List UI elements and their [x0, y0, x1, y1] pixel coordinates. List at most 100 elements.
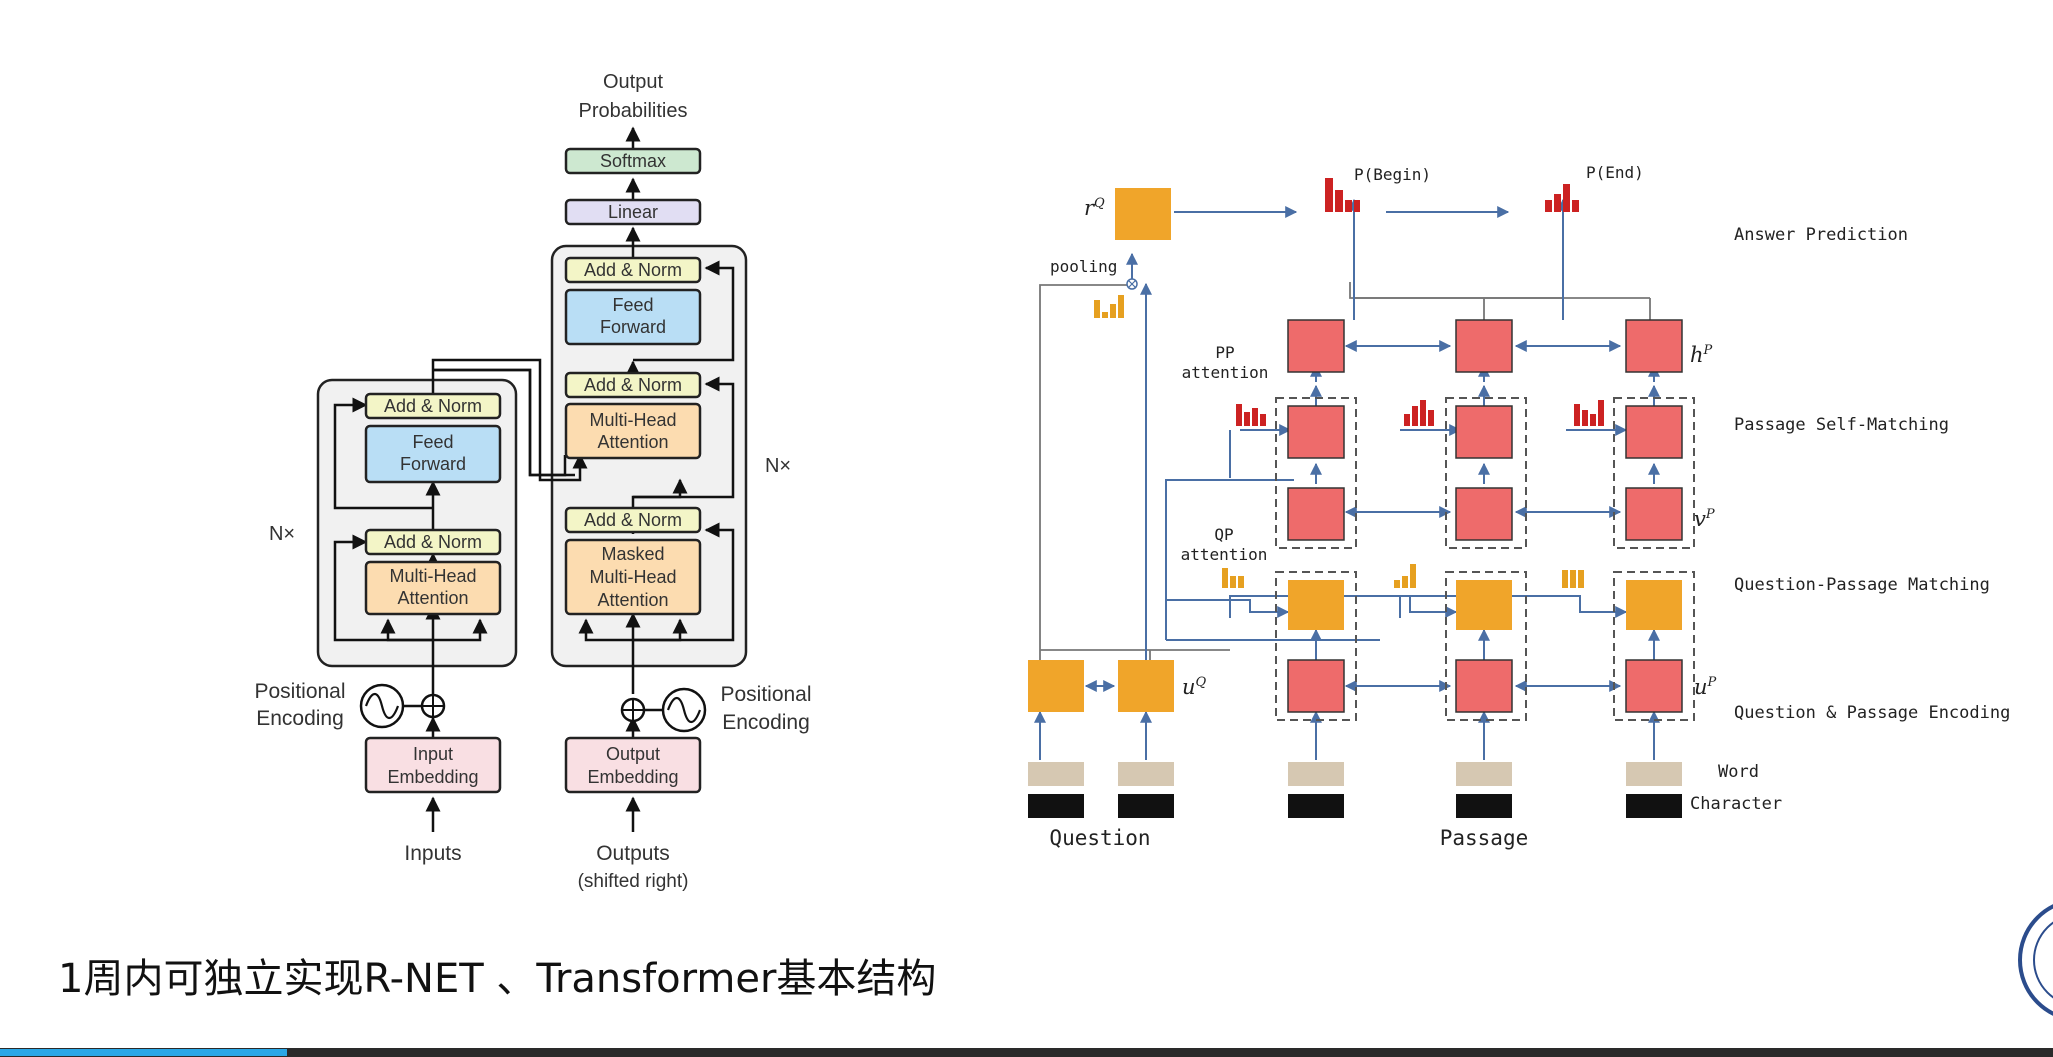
qp-match-block-1: [1288, 580, 1344, 630]
uq-block-1: [1028, 660, 1084, 712]
decoder-multi-head-attention: [564, 402, 702, 460]
up-symbol: uP: [1694, 675, 1717, 699]
encoder-multi-head-attention: [364, 560, 502, 616]
outputs-label-1: Outputs: [596, 842, 670, 865]
qp-attention-label-2: attention: [1181, 545, 1268, 564]
encoder-plus-icon: [420, 693, 446, 719]
uq-symbol-sup: Q: [1196, 675, 1207, 690]
up-block-2: [1455, 659, 1513, 713]
university-seal-icon: [2018, 904, 2053, 1016]
question-label: Question: [1049, 826, 1150, 850]
qp-attention-bars-3: [1562, 570, 1584, 588]
p-end-label: P(End): [1586, 163, 1644, 182]
layer-question-passage-encoding: Question & Passage Encoding: [1734, 703, 2010, 723]
video-progress-fill: [0, 1049, 288, 1056]
pp-attention-bars-2: [1404, 400, 1434, 426]
vp-block-2: [1455, 487, 1513, 541]
video-progress-track[interactable]: [0, 1048, 2053, 1057]
decoder-nx-label: N×: [765, 455, 791, 477]
uq-block-2: [1118, 660, 1174, 712]
decoder-feed-forward-label-2: Forward: [600, 317, 666, 337]
up-symbol-sup: P: [1707, 675, 1717, 690]
slide-caption: 1周内可独立实现R-NET 、Transformer基本结构: [58, 956, 937, 1002]
vp-symbol-base: v: [1694, 507, 1706, 531]
decoder-sine-wave-icon: [661, 687, 707, 733]
up-block-1: [1287, 659, 1345, 713]
rnet-dashed-frames: [1275, 397, 1695, 721]
decoder-mha-label-1: Multi-Head: [589, 410, 676, 430]
p-begin-bars: [1325, 178, 1360, 212]
hp-block-3: [1625, 319, 1683, 373]
rq-symbol-base: r: [1084, 196, 1096, 220]
encoder-stack: [316, 378, 518, 668]
p-begin-label: P(Begin): [1354, 165, 1431, 184]
decoder-plus-icon: [620, 697, 646, 723]
pp-attention-label-1: PP: [1215, 343, 1234, 362]
pooling-label: pooling: [1050, 257, 1117, 276]
encoder-mha-label-2: Attention: [397, 588, 468, 608]
output-embedding-label-2: Embedding: [587, 767, 678, 787]
output-embedding-label-1: Output: [606, 744, 660, 764]
decoder-positional-encoding-label-2: Encoding: [722, 711, 810, 734]
decoder-masked-mha: [564, 538, 702, 616]
hp-block-1: [1287, 319, 1345, 373]
outputs-label-2: (shifted right): [578, 871, 689, 892]
pp-attention-bars-3: [1574, 400, 1604, 426]
vp-symbol-sup: P: [1705, 507, 1715, 522]
decoder-feed-forward: [564, 288, 702, 346]
self-match-block-2: [1455, 405, 1513, 459]
pp-attention-label-2: attention: [1182, 363, 1269, 382]
input-embedding-block: [364, 736, 502, 794]
rq-block: [1115, 188, 1171, 240]
decoder-masked-mha-label-2: Multi-Head: [589, 567, 676, 587]
character-embedding-blocks: [1028, 794, 1682, 818]
linear-label: Linear: [608, 202, 658, 222]
qp-attention-bars-1: [1222, 568, 1244, 588]
decoder-positional-encoding-label-1: Positional: [720, 683, 811, 706]
uq-symbol-base: u: [1182, 675, 1196, 699]
decoder-masked-mha-label-3: Attention: [597, 590, 668, 610]
vp-symbol: vP: [1694, 507, 1715, 531]
hp-symbol: hP: [1690, 343, 1713, 367]
qp-match-block-2: [1456, 580, 1512, 630]
layer-character: Character: [1690, 794, 1782, 814]
encoder-feed-forward: [364, 424, 502, 484]
decoder-add-norm-1: [564, 506, 702, 534]
encoder-sine-wave-icon: [359, 683, 405, 729]
pooling-attention-bars: [1094, 295, 1124, 318]
input-embedding-label-1: Input: [413, 744, 453, 764]
input-embedding-label-2: Embedding: [387, 767, 478, 787]
rnet-grey-lines: [1039, 282, 1651, 664]
encoder-positional-encoding-label-1: Positional: [254, 680, 345, 703]
layer-question-passage-matching: Question-Passage Matching: [1734, 575, 1990, 595]
encoder-mha-label-1: Multi-Head: [389, 566, 476, 586]
passage-label: Passage: [1440, 826, 1529, 850]
up-symbol-base: u: [1694, 675, 1708, 699]
self-match-block-3: [1625, 405, 1683, 459]
rnet-diagram: rQ pooling P(Begin) P(End) hP PP attenti…: [1028, 163, 2010, 850]
qp-attention-label-1: QP: [1214, 525, 1233, 544]
encoder-nx-label: N×: [269, 523, 295, 545]
hp-symbol-base: h: [1690, 343, 1704, 367]
qp-attention-bars-2: [1394, 564, 1416, 588]
decoder-add-norm-3-label: Add & Norm: [584, 260, 682, 280]
self-match-block-1: [1287, 405, 1345, 459]
pooling-op-icon: [1126, 278, 1138, 290]
word-embedding-blocks: [1028, 762, 1682, 786]
vp-block-1: [1287, 487, 1345, 541]
softmax-block: [564, 147, 702, 175]
layer-word: Word: [1718, 762, 1759, 782]
hp-block-2: [1455, 319, 1513, 373]
output-probabilities-label-1: Output: [603, 71, 663, 93]
rq-symbol-sup: Q: [1094, 196, 1105, 211]
decoder-mha-label-2: Attention: [597, 432, 668, 452]
encoder-feed-forward-label-1: Feed: [412, 432, 453, 452]
transformer-diagram: Add & Norm Feed Forward Add & Norm Multi…: [254, 71, 811, 892]
linear-block: [564, 198, 702, 226]
encoder-add-norm-2: [364, 392, 502, 420]
rnet-blue-arrows: [1034, 198, 1660, 760]
encoder-add-norm-2-label: Add & Norm: [384, 396, 482, 416]
encoder-feed-forward-label-2: Forward: [400, 454, 466, 474]
layer-passage-self-matching: Passage Self-Matching: [1734, 415, 1949, 435]
output-embedding-block: [564, 736, 702, 794]
